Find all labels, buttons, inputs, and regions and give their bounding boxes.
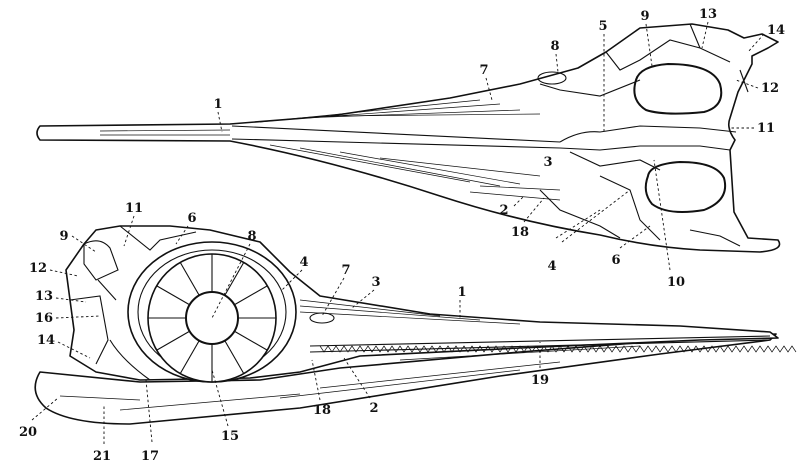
lateral-label: 20: [19, 425, 37, 440]
dorsal-label: 6: [611, 253, 620, 268]
dorsal-skull-view: [36, 23, 781, 253]
lateral-label: 9: [59, 229, 68, 244]
lateral-label: 11: [125, 201, 143, 216]
lateral-label: 6: [187, 211, 196, 226]
lateral-label: 4: [299, 255, 308, 270]
lateral-skull-view: [34, 225, 797, 425]
dorsal-lower-fenestra: [644, 160, 726, 213]
lateral-label: 8: [247, 229, 256, 244]
dorsal-label: 12: [761, 81, 779, 96]
lateral-label: 16: [35, 311, 53, 326]
dorsal-skull-outline: [36, 23, 781, 253]
dorsal-label: 14: [767, 23, 785, 38]
dorsal-label: 13: [699, 7, 717, 22]
lateral-label: 14: [37, 333, 55, 348]
lateral-label: 7: [341, 263, 350, 278]
dorsal-label: 7: [479, 63, 488, 78]
lateral-label: 3: [371, 275, 380, 290]
dorsal-label: 9: [640, 9, 649, 24]
dorsal-label: 5: [598, 19, 607, 34]
dorsal-label: 3: [543, 155, 552, 170]
lateral-label: 12: [29, 261, 47, 276]
lateral-labels: 11 9 6 8 12 13 16 14 4 7 3 1 20 21 17 15…: [19, 201, 549, 464]
lateral-label: 13: [35, 289, 53, 304]
lateral-label: 19: [531, 373, 549, 388]
sclerotic-ring-aperture: [185, 291, 239, 345]
tooth-row: [319, 345, 797, 353]
dorsal-labels: 1 7 8 5 9 13 14 12 11 3 2 18 4 6 10: [213, 7, 785, 290]
dorsal-label: 8: [550, 39, 559, 54]
leader-lines: [31, 21, 765, 444]
dorsal-label: 4: [547, 259, 556, 274]
dorsal-label: 11: [757, 121, 775, 136]
lateral-label: 15: [221, 429, 239, 444]
dorsal-label: 18: [511, 225, 529, 240]
sclerotic-plates: [148, 254, 276, 382]
lateral-label: 1: [457, 285, 466, 300]
lateral-label: 2: [369, 401, 378, 416]
dorsal-label: 10: [667, 275, 685, 290]
dorsal-upper-fenestra: [633, 62, 723, 115]
lateral-label: 21: [93, 449, 111, 464]
dorsal-nostril: [537, 71, 567, 85]
dorsal-label: 2: [499, 203, 508, 218]
lateral-label: 18: [313, 403, 331, 418]
lateral-label: 17: [141, 449, 159, 464]
dorsal-label: 1: [213, 97, 222, 112]
